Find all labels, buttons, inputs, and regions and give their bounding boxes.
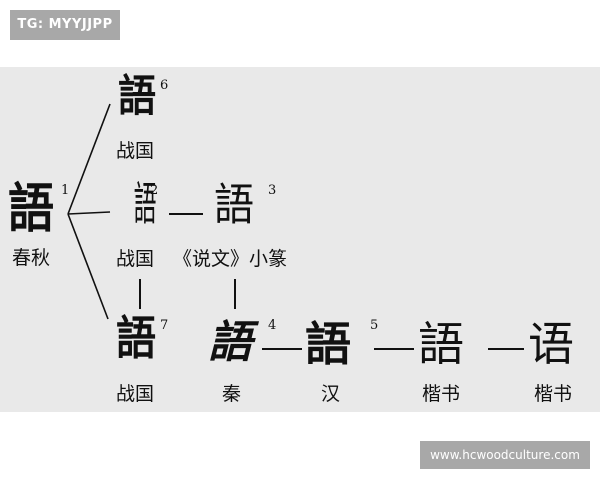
glyph-n6: 語: [118, 69, 157, 122]
connector-2-to-3: [169, 213, 203, 215]
glyph-n5: 語: [305, 317, 351, 371]
glyph-n2: 語: [133, 177, 157, 231]
label-n7: 战国: [116, 383, 155, 405]
connector-lines: [67, 103, 111, 320]
number-n5: 5: [370, 318, 379, 333]
label-n9: 楷书: [534, 383, 573, 405]
label-n3: 《说文》小篆: [173, 248, 288, 270]
glyph-n8: 語: [418, 317, 464, 371]
connector-1-to-7: [67, 213, 109, 320]
connector-5-to-8: [374, 348, 414, 350]
connector-3-to-4: [234, 279, 236, 309]
site-watermark: www.hcwoodculture.com: [420, 441, 590, 469]
number-n7: 7: [160, 318, 169, 333]
number-n1: 1: [61, 183, 70, 198]
label-n1: 春秋: [12, 247, 51, 269]
evolution-diagram: 語 6 战国 語 1 春秋 語 2 战国 語 3 《说文》小篆 語 7 战国 語…: [0, 67, 600, 412]
label-n4: 秦: [222, 383, 242, 405]
number-n2: 2: [150, 183, 159, 198]
label-n2: 战国: [116, 248, 155, 270]
glyph-n3: 語: [214, 179, 254, 231]
connector-1-to-6: [67, 103, 111, 215]
glyph-n9: 语: [528, 317, 574, 371]
connector-4-to-5: [262, 348, 302, 350]
label-n6: 战国: [116, 140, 155, 162]
glyph-n1: 語: [8, 176, 54, 240]
connector-1-to-2: [67, 211, 111, 215]
glyph-n4: 語: [208, 317, 252, 368]
number-n6: 6: [160, 78, 169, 93]
connector-8-to-9: [488, 348, 524, 350]
label-n8: 楷书: [422, 383, 461, 405]
glyph-n7: 語: [116, 311, 156, 366]
connector-2-to-7: [139, 279, 141, 309]
number-n3: 3: [268, 183, 277, 198]
label-n5: 汉: [321, 383, 341, 405]
tg-tag: TG: MYYJJPP: [10, 10, 120, 40]
number-n4: 4: [268, 318, 277, 333]
